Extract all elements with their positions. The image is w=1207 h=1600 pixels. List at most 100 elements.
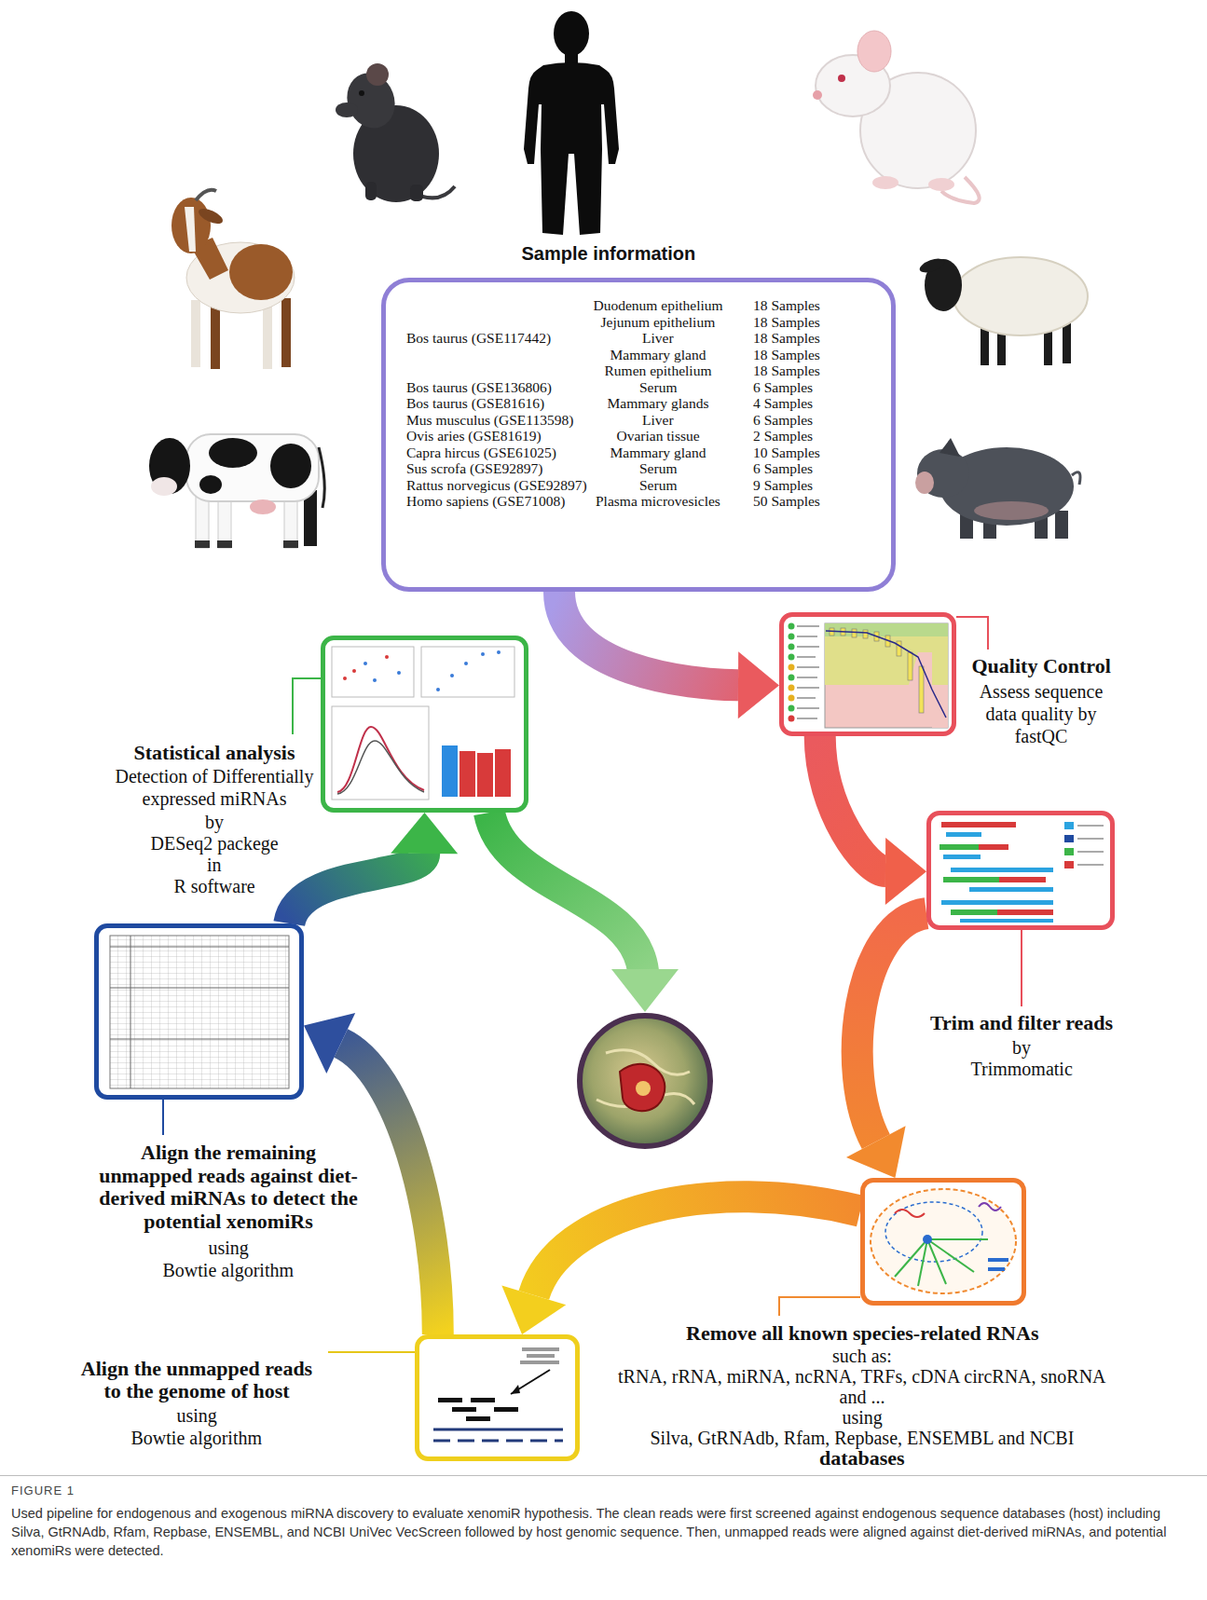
fastqc-thumbnail — [796, 645, 820, 648]
step-text: Silva, GtRNAdb, Rfam, Repbase, ENSEMBL a… — [650, 1427, 1075, 1449]
fastqc-thumbnail — [796, 686, 820, 689]
mouse-picture — [928, 178, 955, 192]
table-cell: Serum — [639, 379, 677, 396]
fastqc-thumbnail — [824, 623, 948, 728]
table-cell: 18 Samples — [753, 314, 821, 330]
goat-picture — [171, 190, 295, 370]
table-cell: Mus musculus (GSE113598) — [406, 411, 574, 428]
fastqc-thumbnail — [796, 697, 816, 700]
plots-thumbnail — [397, 671, 401, 675]
plots-thumbnail — [342, 676, 347, 681]
bowtie-thumbnail — [414, 1334, 580, 1462]
fastqc-thumbnail — [851, 629, 857, 638]
bowtie-thumbnail — [452, 1407, 477, 1413]
step-text: Bowtie algorithm — [163, 1259, 295, 1282]
table-thumbnail — [109, 935, 289, 1089]
step-text: by — [205, 810, 224, 834]
table-cell: 9 Samples — [753, 477, 813, 494]
trim-thumbnail — [1077, 850, 1104, 853]
trim-thumbnail — [999, 877, 1046, 883]
bowtie-thumbnail — [438, 1398, 463, 1403]
cow-picture — [194, 540, 210, 549]
cow-picture — [249, 499, 276, 515]
figure-label: FIGURE 1 — [11, 1483, 75, 1498]
plots-thumbnail — [459, 751, 476, 797]
plots-thumbnail — [331, 646, 414, 698]
flow-arrow-body — [534, 1196, 861, 1296]
fastqc-thumbnail — [796, 656, 816, 659]
table-cell: Bos taurus (GSE81616) — [406, 395, 545, 412]
cow-picture — [150, 477, 178, 496]
trim-thumbnail — [969, 887, 1054, 892]
trim-thumbnail — [926, 810, 1115, 931]
trim-thumbnail — [941, 900, 1054, 906]
step-text: and ... — [839, 1386, 886, 1408]
rna-thumbnail — [978, 1203, 1002, 1211]
plots-thumbnail — [363, 661, 368, 666]
trim-thumbnail — [941, 822, 1016, 828]
cow-picture — [208, 438, 258, 468]
plots-thumbnail — [372, 678, 377, 683]
fastqc-thumbnail — [907, 652, 913, 681]
table-cell: 6 Samples — [753, 460, 813, 477]
arrow-head — [501, 1285, 566, 1335]
table-cell: 6 Samples — [753, 379, 813, 396]
plots-thumbnail — [494, 749, 511, 797]
bowtie-thumbnail — [433, 1440, 563, 1443]
trim-thumbnail — [946, 832, 982, 837]
flow-arrow — [820, 736, 927, 906]
table-cell: 6 Samples — [753, 411, 813, 428]
trim-thumbnail — [1077, 864, 1104, 866]
caption-rule — [0, 1475, 1207, 1477]
flow-arrow — [501, 1196, 861, 1335]
table-cell: Mammary glands — [607, 395, 710, 412]
table-cell: Mammary gland — [610, 346, 707, 363]
step-text: Detection of Differentially expressed mi… — [109, 765, 320, 810]
step-text: Trimmomatic — [971, 1057, 1073, 1081]
fastqc-thumbnail — [863, 630, 868, 639]
process-box: Quality ControlAssess sequence data qual… — [779, 612, 957, 737]
goat-picture — [171, 197, 211, 254]
trim-thumbnail — [1077, 824, 1104, 827]
rna-thumbnail — [987, 1267, 1005, 1272]
flow-arrow — [846, 913, 927, 1179]
fastqc-thumbnail — [796, 676, 818, 679]
table-thumbnail — [94, 923, 304, 1100]
plots-thumbnail — [421, 646, 515, 698]
rna-thumbnail — [918, 1239, 928, 1287]
leader-line — [328, 1351, 415, 1354]
trim-thumbnail — [950, 909, 998, 916]
vesicle-picture — [635, 1081, 651, 1097]
arrow-head — [738, 651, 780, 719]
cow-picture — [270, 443, 312, 489]
vesicle-picture — [579, 1015, 711, 1147]
step-text: Assess sequence data quality by fastQC — [971, 680, 1111, 748]
goat-picture — [210, 305, 220, 370]
flow-arrow-body — [559, 591, 739, 686]
fastqc-thumbnail — [824, 623, 948, 637]
bowtie-thumbnail — [466, 1416, 491, 1422]
rna-thumbnail — [870, 1189, 1016, 1294]
cow-picture — [217, 540, 233, 549]
table-cell: Rumen epithelium — [604, 362, 713, 379]
plots-thumbnail — [337, 740, 425, 795]
cow-picture — [318, 447, 325, 508]
step-text: R software — [174, 875, 256, 898]
step-heading: Statistical analysis — [134, 741, 296, 765]
rna-thumbnail — [927, 1238, 988, 1241]
human-silhouette — [553, 11, 590, 56]
flow-arrow-body — [820, 736, 886, 872]
mouse-picture — [837, 74, 846, 83]
trim-thumbnail — [943, 877, 1000, 883]
rna-thumbnail — [922, 1234, 933, 1245]
step-heading: Quality Control — [972, 655, 1111, 678]
table-cell: Capra hircus (GSE61025) — [406, 444, 557, 461]
pig-picture — [915, 471, 934, 494]
step-text: tRNA, rRNA, miRNA, ncRNA, TRFs, cDNA cir… — [617, 1366, 1107, 1387]
table-cell: Sus scrofa (GSE92897) — [406, 460, 543, 477]
mouse-picture — [872, 176, 899, 190]
fastqc-thumbnail — [796, 666, 820, 669]
cycle-arrow — [489, 812, 644, 972]
arrow-head — [885, 837, 927, 906]
sheep-picture — [918, 256, 1088, 366]
